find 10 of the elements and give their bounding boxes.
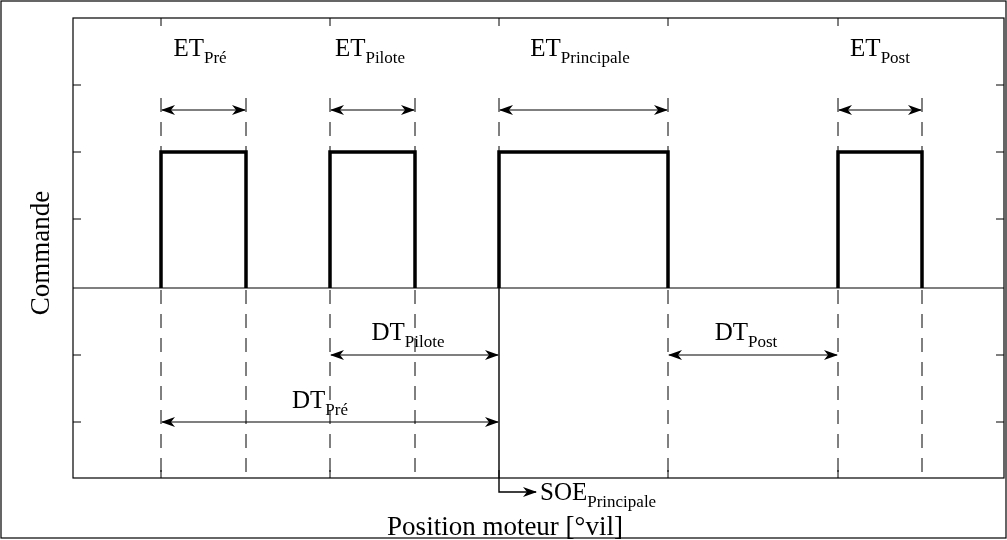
dimension-label: DT$_{Post}$ (714, 318, 778, 350)
axis-title: Commande (26, 190, 54, 316)
dimension-label: SOE$_{Principale}$ (540, 478, 657, 510)
dimension-label: ET$_{Principale}$ (530, 34, 630, 66)
dimension-label: ET$_{Pilote}$ (334, 34, 406, 66)
dimension-label: DT$_{Pilote}$ (371, 318, 445, 350)
dimension-label: ET$_{Post}$ (850, 34, 910, 66)
dimension-label: DT$_{Pré}$ (292, 386, 348, 418)
axis-title: Position moteur [°vil] (387, 512, 623, 540)
dimension-label: ET$_{Pré}$ (173, 34, 227, 66)
